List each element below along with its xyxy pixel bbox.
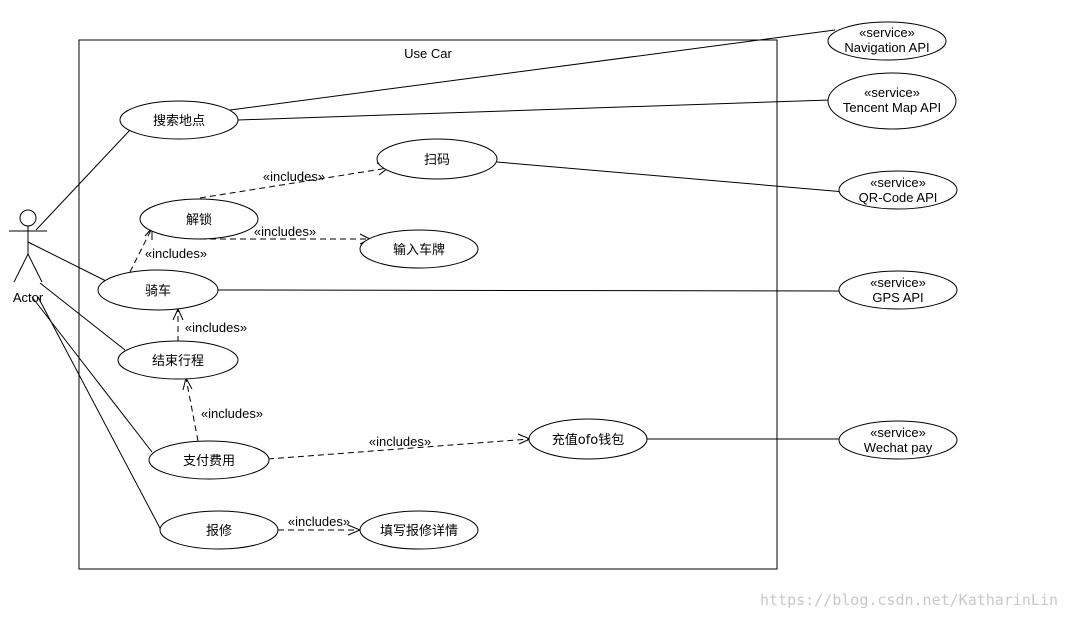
use-case-ellipse[interactable]	[139, 198, 259, 240]
use-case-ellipse[interactable]	[359, 229, 479, 269]
service-name: QR-Code API	[859, 190, 938, 205]
service-stereotype: «service»	[870, 175, 926, 190]
assoc-actor-search	[35, 129, 131, 231]
use-case-search-location[interactable]: 搜索地点	[119, 100, 239, 140]
assoc-ride-gps	[217, 289, 841, 292]
use-case-label: 报修	[206, 524, 232, 539]
actor-right-leg	[27, 253, 43, 283]
use-case-recharge-wallet[interactable]: 充值ofo钱包	[528, 418, 648, 460]
use-case-label: 结束行程	[152, 354, 204, 369]
actor-figure	[9, 209, 47, 283]
use-case-ellipse[interactable]	[119, 100, 239, 140]
dep-ride-unlock	[129, 227, 153, 273]
use-case-scan-code[interactable]: 扫码	[376, 138, 498, 180]
service-stereotype: «service»	[864, 85, 920, 100]
use-case-label: 骑车	[145, 283, 171, 299]
use-case-label: 充值ofo钱包	[552, 432, 624, 448]
use-case-ellipse[interactable]	[117, 340, 239, 380]
use-case-label: 搜索地点	[153, 114, 205, 129]
includes-label: «includes»	[201, 406, 263, 421]
use-case-ellipse[interactable]	[97, 269, 219, 311]
service-name: Wechat pay	[864, 440, 933, 455]
actor-head	[19, 209, 37, 227]
service-name: Navigation API	[844, 40, 929, 55]
use-case-label: 支付费用	[183, 454, 235, 469]
use-case-report-repair[interactable]: 报修	[159, 510, 279, 550]
system-title: Use Car	[404, 46, 452, 61]
assoc-actor-ride	[27, 241, 111, 284]
includes-label: «includes»	[369, 434, 431, 449]
service-stereotype: «service»	[870, 425, 926, 440]
service-name: GPS API	[872, 290, 923, 305]
use-case-pay[interactable]: 支付费用	[148, 440, 270, 480]
includes-label: «includes»	[185, 320, 247, 335]
use-case-label: 填写报修详情	[380, 524, 458, 539]
use-case-ellipse[interactable]	[376, 138, 498, 180]
service-name: Tencent Map API	[843, 100, 941, 115]
use-case-ellipse[interactable]	[528, 418, 648, 460]
service-navigation-api[interactable]: «service» Navigation API	[827, 21, 947, 61]
service-qr-code-api[interactable]: «service» QR-Code API	[838, 170, 958, 210]
use-case-label: 扫码	[424, 153, 450, 168]
dep-pay-recharge	[267, 438, 531, 460]
service-ellipse[interactable]	[827, 72, 957, 130]
service-tencent-map-api[interactable]: «service» Tencent Map API	[827, 72, 957, 130]
use-case-ellipse[interactable]	[359, 510, 479, 550]
service-stereotype: «service»	[870, 275, 926, 290]
actor-label: Actor	[13, 290, 44, 305]
use-case-label: 输入车牌	[393, 242, 445, 258]
assoc-actor-repair	[37, 296, 163, 533]
assoc-search-navigation	[229, 29, 836, 111]
use-case-enter-plate[interactable]: 输入车牌	[359, 229, 479, 269]
associations	[27, 29, 846, 533]
use-case-ellipse[interactable]	[148, 440, 270, 480]
use-case-ellipse[interactable]	[159, 510, 279, 550]
watermark-text: https://blog.csdn.net/KatharinLin	[760, 591, 1058, 609]
service-stereotype: «service»	[859, 25, 915, 40]
use-case-end-trip[interactable]: 结束行程	[117, 340, 239, 380]
service-ellipse[interactable]	[827, 21, 947, 61]
service-ellipse[interactable]	[838, 270, 958, 310]
dep-pay-end	[185, 377, 199, 442]
service-wechat-pay[interactable]: «service» Wechat pay	[838, 420, 958, 460]
assoc-scan-qr	[496, 161, 846, 193]
assoc-actor-end-trip	[39, 282, 126, 351]
use-case-label: 解锁	[186, 212, 212, 228]
includes-label: «includes»	[288, 514, 350, 529]
use-case-fill-repair-details[interactable]: 填写报修详情	[359, 510, 479, 550]
service-ellipse[interactable]	[838, 420, 958, 460]
actor-left-leg	[13, 253, 29, 283]
includes-label: «includes»	[263, 169, 325, 184]
use-case-ride[interactable]: 骑车	[97, 269, 219, 311]
includes-label: «includes»	[254, 224, 316, 239]
service-gps-api[interactable]: «service» GPS API	[838, 270, 958, 310]
dep-unlock-scan	[199, 167, 389, 199]
service-ellipse[interactable]	[838, 170, 958, 210]
use-case-unlock[interactable]: 解锁	[139, 198, 259, 240]
includes-label: «includes»	[145, 246, 207, 261]
assoc-search-tencent	[237, 99, 831, 121]
